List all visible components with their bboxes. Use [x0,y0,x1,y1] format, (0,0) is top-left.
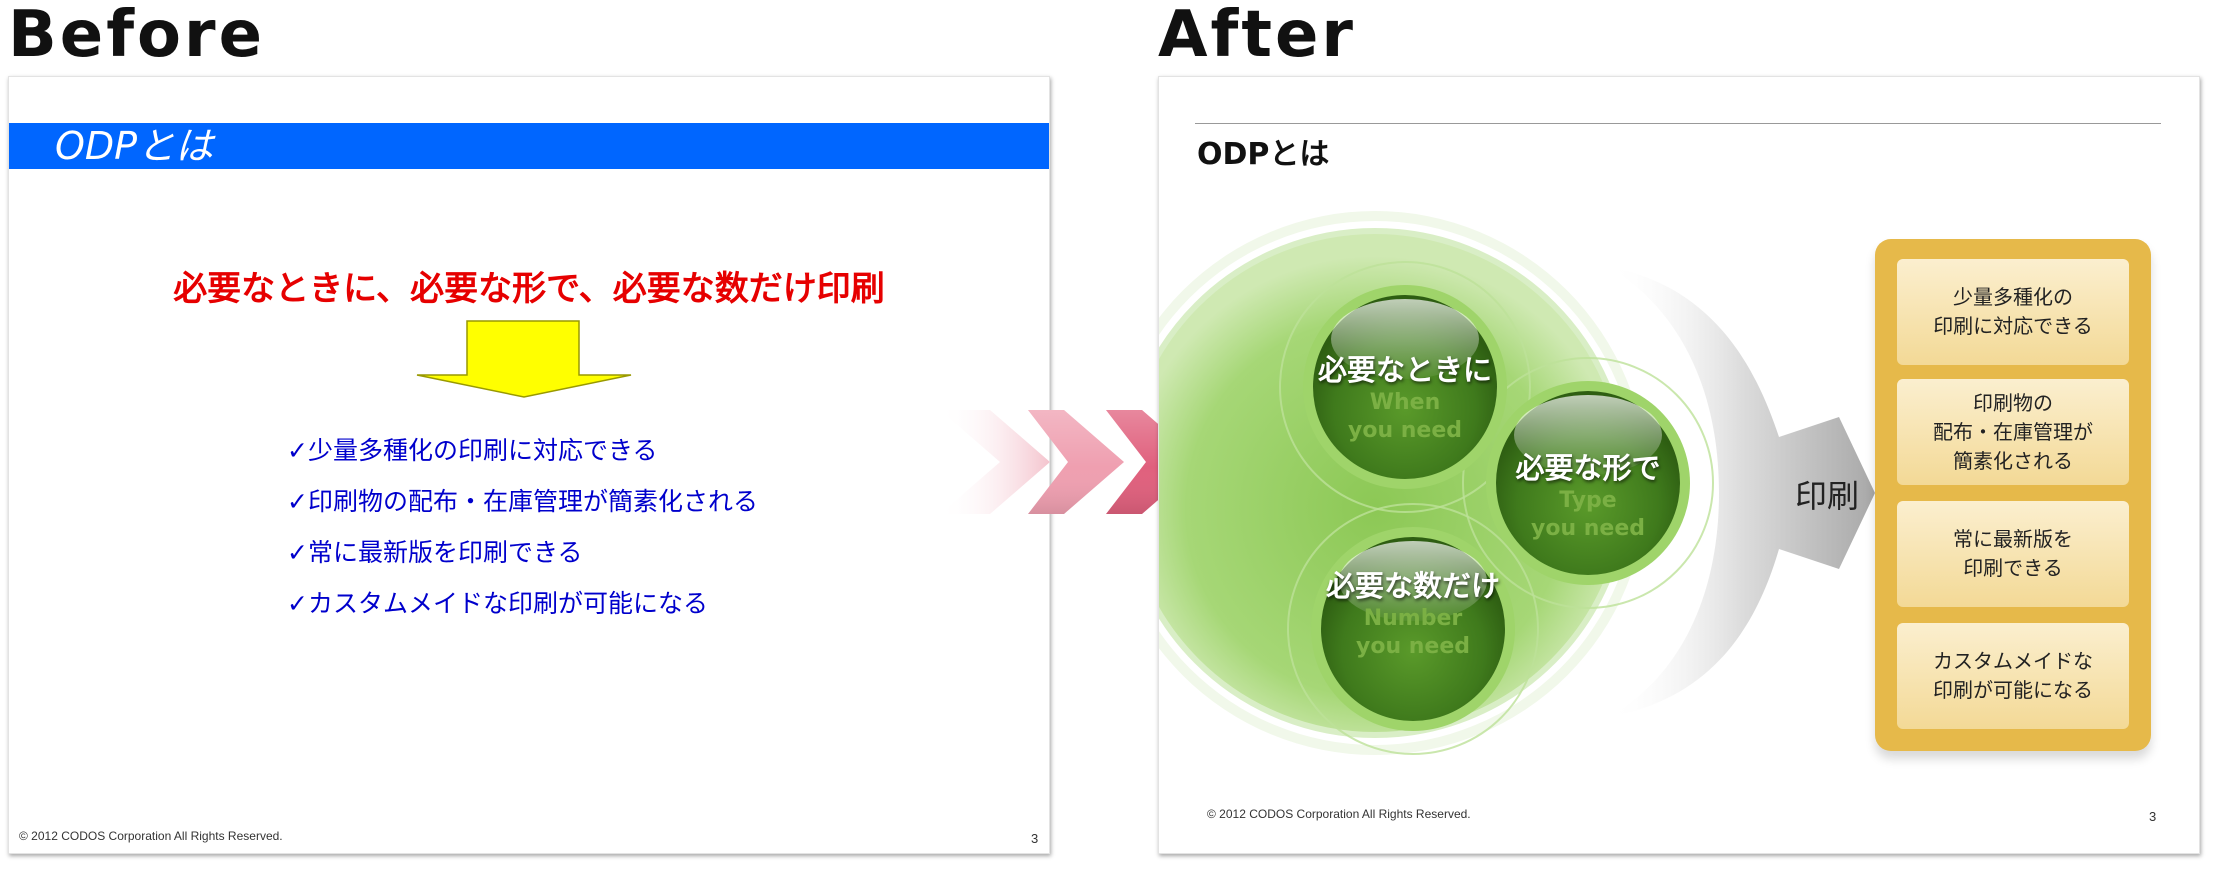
down-arrow-icon [416,320,632,398]
ball-when [1303,285,1507,489]
benefit-box: 印刷物の 配布・在庫管理が 簡素化される [1897,379,2129,485]
page-number: 3 [2149,809,2157,824]
headline: 必要なときに、必要な形で、必要な数だけ印刷 [173,269,885,309]
title-band: ODPとは [9,123,1049,169]
benefit-box: 常に最新版を 印刷できる [1897,501,2129,607]
list-item: ✓印刷物の配布・在庫管理が簡素化される [287,487,758,516]
list-item: ✓常に最新版を印刷できる [287,538,583,567]
circle-label-number: 必要な数だけ Number you need [1325,569,1500,659]
odp-diagram [1159,211,1875,755]
after-slide: ODPとは [1158,76,2200,854]
title-rule [1195,123,2161,124]
benefits-panel: 少量多種化の 印刷に対応できる 印刷物の 配布・在庫管理が 簡素化される 常に最… [1875,239,2151,751]
ball-number [1311,527,1515,731]
list-item: ✓カスタムメイドな印刷が可能になる [287,589,708,618]
benefit-list: ✓少量多種化の印刷に対応できる ✓印刷物の配布・在庫管理が簡素化される ✓常に最… [287,425,758,629]
circle-label-type: 必要な形で Type you need [1515,451,1661,541]
after-heading: After [1158,0,1356,72]
before-slide: ODPとは 必要なときに、必要な形で、必要な数だけ印刷 ✓少量多種化の印刷に対応… [8,76,1050,854]
list-item: ✓少量多種化の印刷に対応できる [287,436,658,465]
copyright: © 2012 CODOS Corporation All Rights Rese… [1207,807,1471,821]
chevron-faded [940,410,1050,514]
slide-title: ODPとは [55,124,214,168]
before-heading: Before [8,0,265,72]
print-arrow-label: 印刷 [1795,477,1860,515]
print-arrow [1609,267,1875,717]
slide-title: ODPとは [1197,137,1330,172]
circle-label-when: 必要なときに When you need [1317,353,1492,443]
copyright: © 2012 CODOS Corporation All Rights Rese… [19,829,283,843]
benefit-box: 少量多種化の 印刷に対応できる [1897,259,2129,365]
page-number: 3 [1031,831,1039,846]
benefit-box: カスタムメイドな 印刷が可能になる [1897,623,2129,729]
ball-type [1486,381,1690,585]
